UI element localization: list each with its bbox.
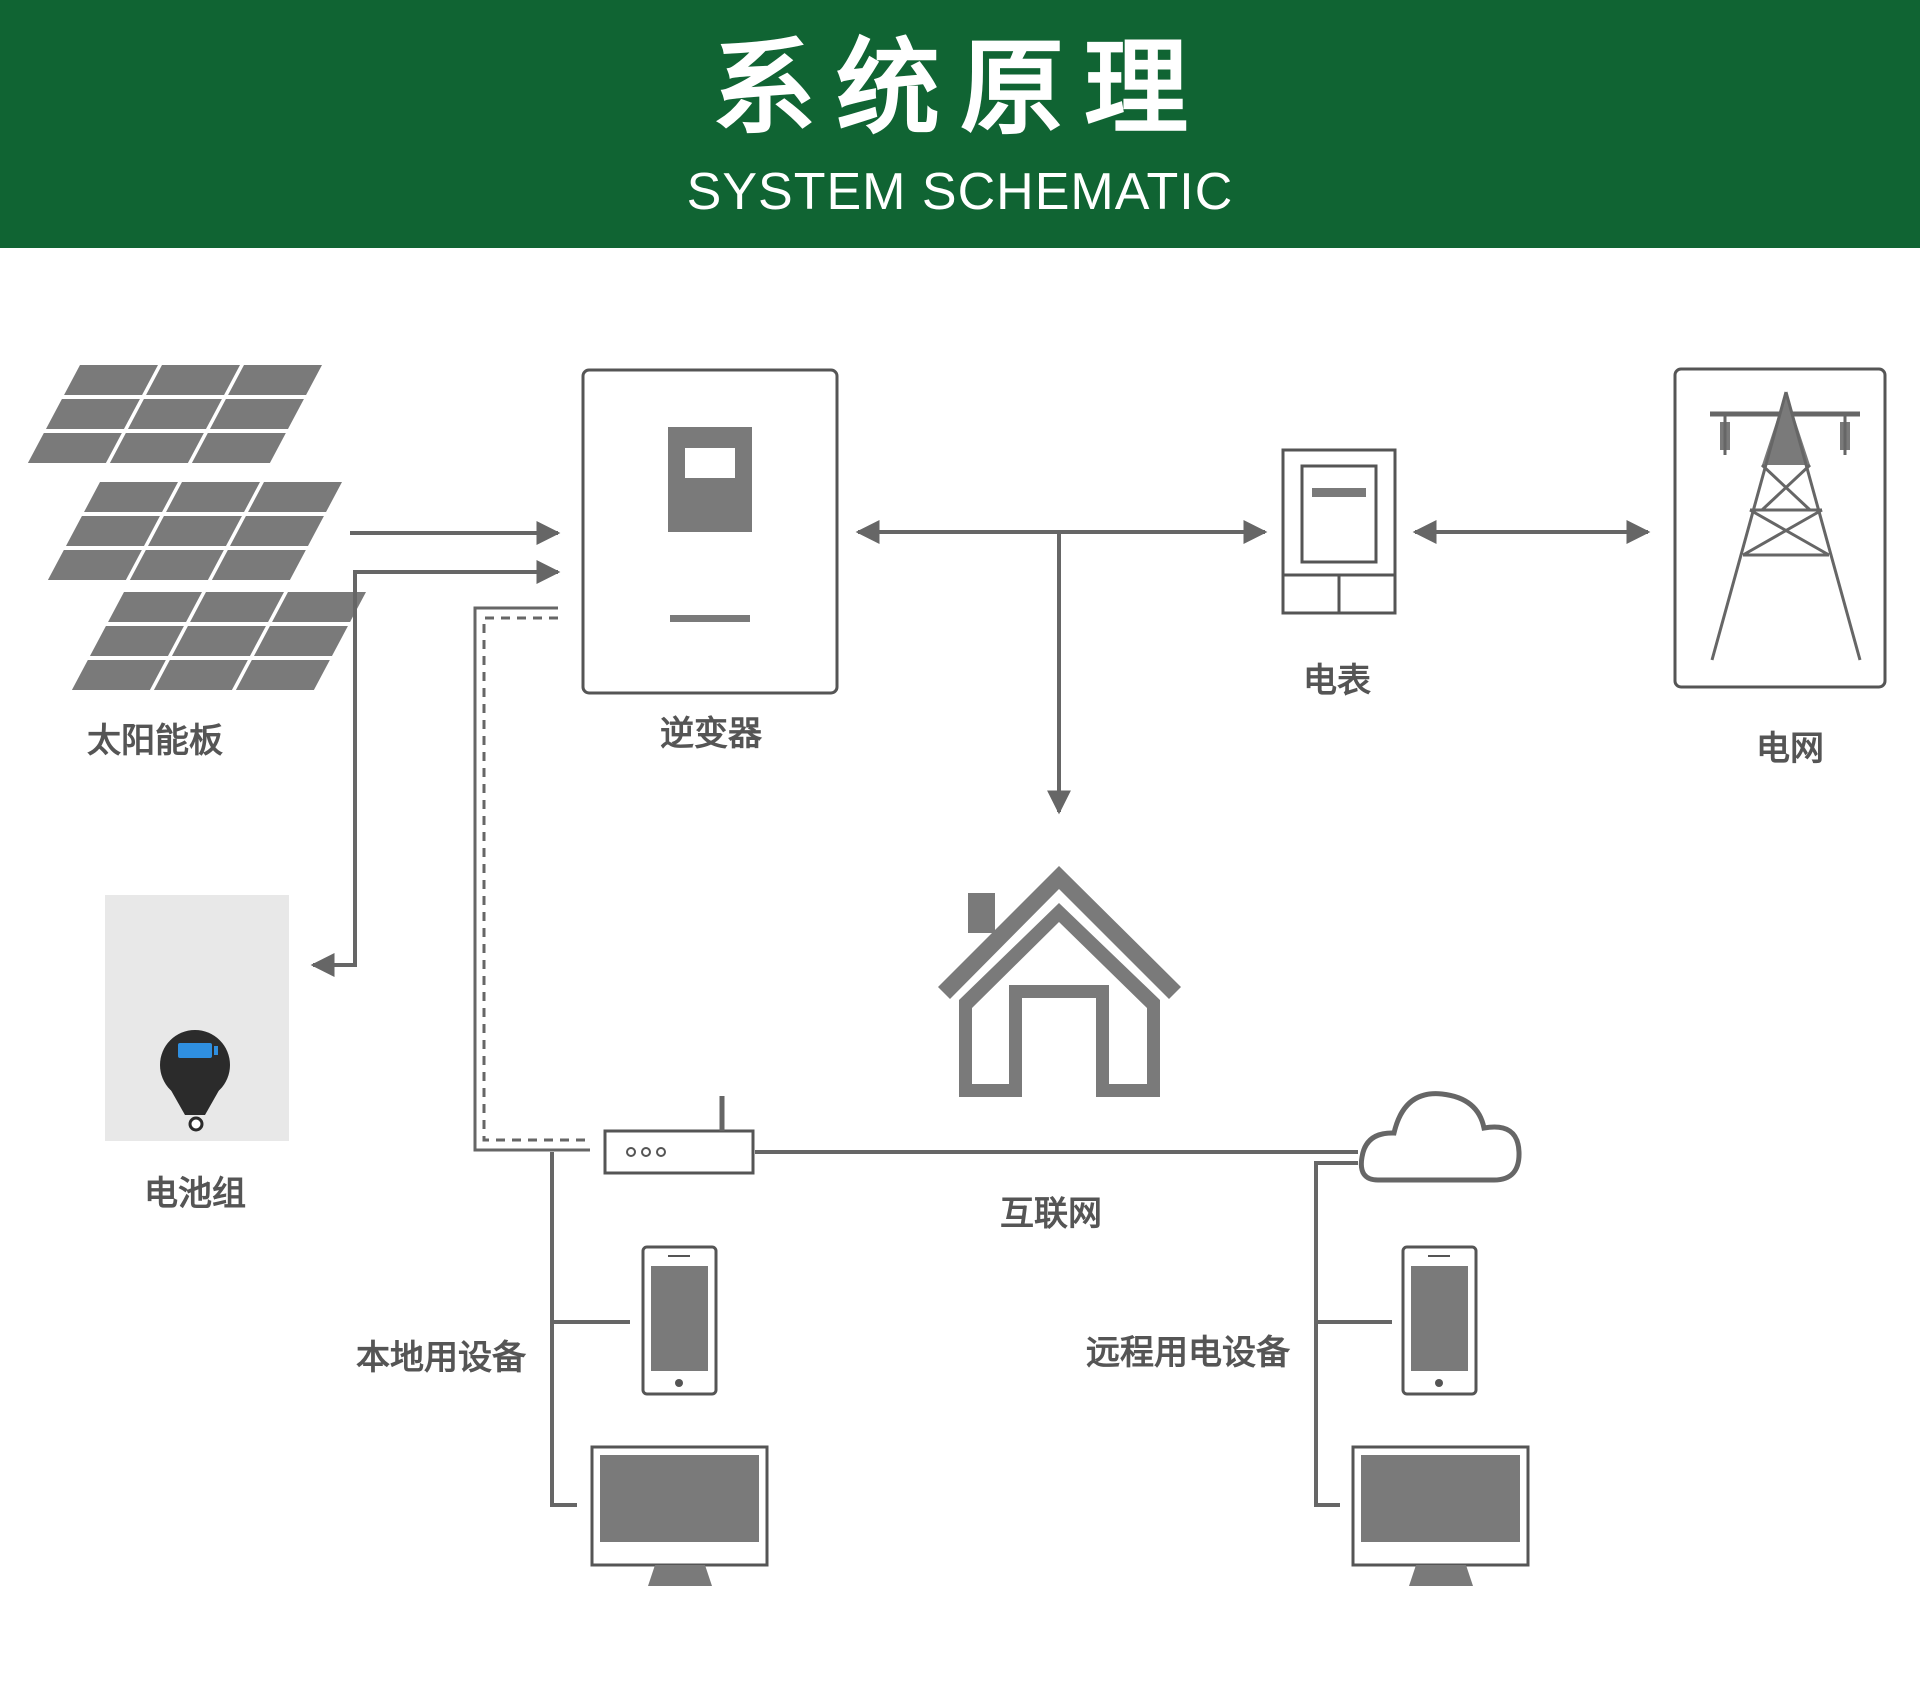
monitor-icon xyxy=(590,1445,769,1586)
page-subtitle: SYSTEM SCHEMATIC xyxy=(686,163,1234,221)
label-remote-devices: 远程用电设备 xyxy=(1086,1333,1290,1373)
header-banner: 系统原理 SYSTEM SCHEMATIC xyxy=(0,0,1920,248)
remote-phone-icon xyxy=(1401,1245,1478,1396)
meter-icon xyxy=(1281,448,1397,615)
label-local-devices: 本地用设备 xyxy=(356,1338,526,1378)
remote-monitor-icon xyxy=(1351,1445,1530,1586)
label-meter: 电表 xyxy=(1303,661,1371,701)
communication-dashed-line xyxy=(482,616,590,1142)
label-battery: 电池组 xyxy=(144,1174,246,1214)
solar-panel-icon xyxy=(27,365,366,690)
power-tower-icon xyxy=(1673,367,1887,689)
label-solar-panels: 太阳能板 xyxy=(87,721,223,761)
battery-icon xyxy=(105,895,289,1141)
page-title: 系统原理 xyxy=(711,27,1208,149)
router-icon xyxy=(603,1096,755,1175)
inverter-icon xyxy=(581,368,839,695)
label-internet: 互联网 xyxy=(1000,1194,1102,1234)
label-grid: 电网 xyxy=(1756,729,1824,769)
house-icon xyxy=(938,866,1181,1097)
phone-icon xyxy=(641,1245,718,1396)
connection-lines xyxy=(310,520,1651,1507)
label-inverter: 逆变器 xyxy=(660,714,762,754)
cloud-icon xyxy=(1358,1091,1522,1183)
